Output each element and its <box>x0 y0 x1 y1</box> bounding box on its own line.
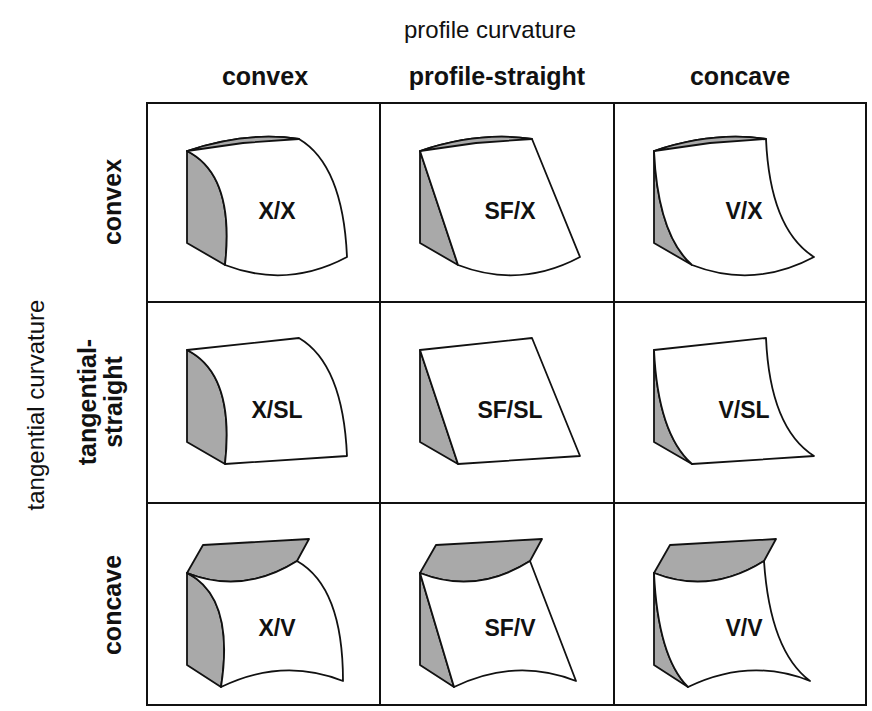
form-code: X/X <box>258 198 295 225</box>
slope-face <box>420 561 576 687</box>
slope-face <box>654 338 814 464</box>
slope-face <box>187 561 343 687</box>
slope-face <box>187 137 347 276</box>
grid-line <box>613 103 615 705</box>
form-code: SF/V <box>484 615 535 642</box>
slope-face <box>654 561 810 687</box>
grid-line <box>379 103 381 705</box>
form-code: V/X <box>725 198 762 225</box>
slope-face <box>420 338 580 464</box>
grid-frame <box>147 103 866 705</box>
slope-face <box>187 338 347 464</box>
slope-face <box>187 137 299 151</box>
form-code: SF/SL <box>477 397 542 424</box>
axis-title: tangential curvature <box>22 300 50 511</box>
axis-class: concave <box>98 555 127 655</box>
grid-line <box>147 502 866 504</box>
axis-class: concave <box>690 62 790 91</box>
axis-class: tangential- straight <box>74 327 127 477</box>
axis-title: profile curvature <box>404 16 576 44</box>
slope-face <box>420 137 580 276</box>
form-code: X/SL <box>251 397 302 424</box>
slope-face <box>654 137 814 276</box>
axis-class: profile-straight <box>409 62 585 91</box>
form-code: SF/X <box>484 198 535 225</box>
axis-class: convex <box>98 159 127 245</box>
grid-line <box>147 301 866 303</box>
slope-face <box>654 137 766 151</box>
form-code: V/V <box>725 615 762 642</box>
form-code: X/V <box>258 615 295 642</box>
slope-face <box>420 137 532 151</box>
form-code: V/SL <box>718 397 769 424</box>
axis-class: convex <box>222 62 308 91</box>
